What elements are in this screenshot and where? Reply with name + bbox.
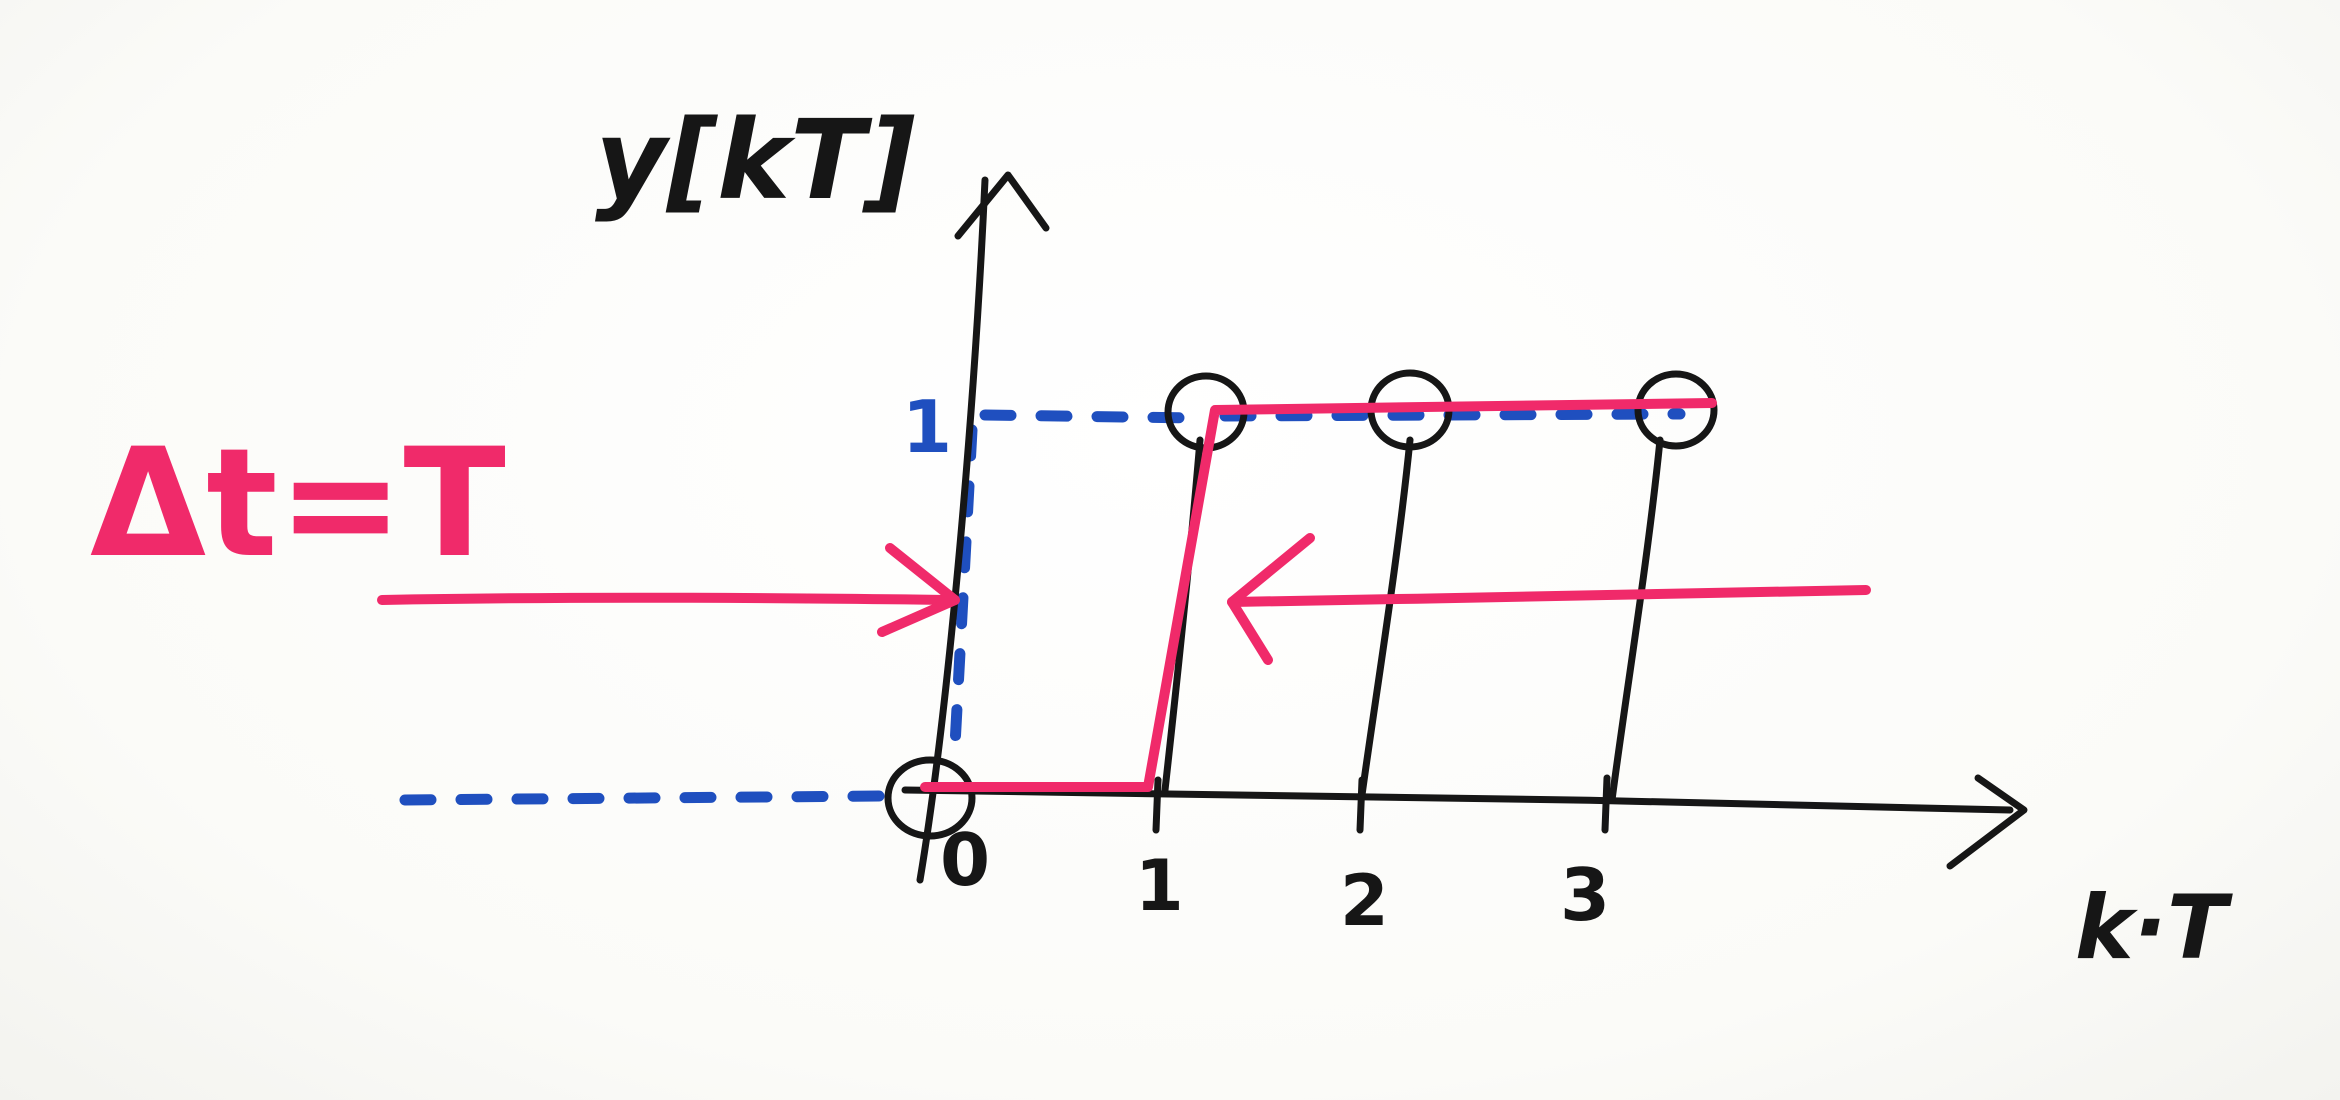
x-tick-label-1: 1 bbox=[1135, 845, 1184, 927]
x-axis-label: k·T bbox=[2075, 876, 2233, 979]
y-axis-dashed-overlay bbox=[949, 424, 978, 751]
x-tick-label-3: 3 bbox=[1560, 853, 1610, 937]
x-tick-label-0: 0 bbox=[940, 818, 990, 902]
x-axis-arrowhead bbox=[1946, 774, 2028, 870]
pink-signal bbox=[377, 398, 1871, 792]
y-tick-label: 1 bbox=[902, 385, 952, 469]
stem-2 bbox=[1358, 436, 1414, 799]
x-axis-line bbox=[901, 786, 2014, 814]
sample-circle-3 bbox=[1634, 370, 1718, 450]
blue-guides bbox=[399, 408, 1686, 806]
tick-1 bbox=[1152, 776, 1162, 834]
top-level-dashed-overlay bbox=[1219, 408, 1686, 422]
left-arrow-shaft bbox=[377, 592, 960, 605]
y-axis-arrowhead bbox=[954, 171, 1050, 240]
stem-3 bbox=[1608, 436, 1664, 804]
y-axis-label: y[kT] bbox=[595, 96, 915, 224]
right-arrow-shaft bbox=[1227, 585, 1871, 607]
step-signal-line bbox=[920, 398, 1717, 792]
baseline-dashed-guide bbox=[399, 790, 886, 806]
left-arrow-head bbox=[877, 543, 960, 637]
level-one-dashed-guide bbox=[979, 409, 1201, 424]
y-axis-line bbox=[916, 176, 989, 884]
delta-t-label: Δt=T bbox=[90, 417, 506, 591]
sample-circle-0 bbox=[884, 756, 976, 840]
stem-1 bbox=[1161, 436, 1204, 794]
tick-3 bbox=[1601, 774, 1611, 834]
right-arrow-head bbox=[1227, 533, 1315, 665]
x-tick-label-2: 2 bbox=[1340, 860, 1389, 942]
axes bbox=[884, 171, 2028, 884]
